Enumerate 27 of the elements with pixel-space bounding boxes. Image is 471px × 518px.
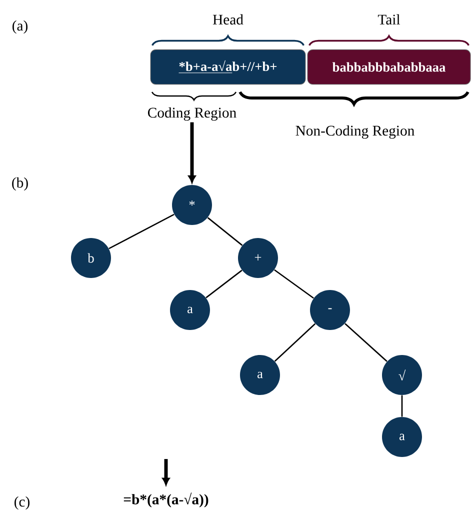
tree-node: a xyxy=(170,290,210,330)
tree-edge xyxy=(206,270,242,298)
tree-edge xyxy=(401,395,403,417)
tree-node: - xyxy=(310,290,350,330)
tree-node: a xyxy=(240,355,280,395)
arrow xyxy=(188,122,196,183)
tree-edge xyxy=(344,323,388,362)
gene-box: *b+a-a√ab+//+b+ xyxy=(150,49,306,85)
tree-node: * xyxy=(172,185,212,225)
panel-label: (c) xyxy=(14,496,30,510)
tree-node: √ xyxy=(382,355,422,395)
tree-edge xyxy=(274,269,314,299)
panel-label: (a) xyxy=(12,20,28,34)
tree-node: a xyxy=(382,417,422,457)
region-label: Non-Coding Region xyxy=(296,125,414,139)
expression: =b*(a*(a-√a)) xyxy=(124,492,208,508)
region-label: Coding Region xyxy=(148,107,236,121)
gene-box: babbabbbababbaaa xyxy=(307,49,471,85)
tree-node: + xyxy=(238,238,278,278)
section-label: Tail xyxy=(378,14,400,25)
panel-label: (b) xyxy=(12,177,28,191)
tree-edge xyxy=(274,323,316,362)
tree-edge xyxy=(207,217,243,246)
tree-node: b xyxy=(71,238,111,278)
section-label: Head xyxy=(212,14,244,25)
tree-edge xyxy=(108,214,174,250)
arrow xyxy=(162,459,170,486)
